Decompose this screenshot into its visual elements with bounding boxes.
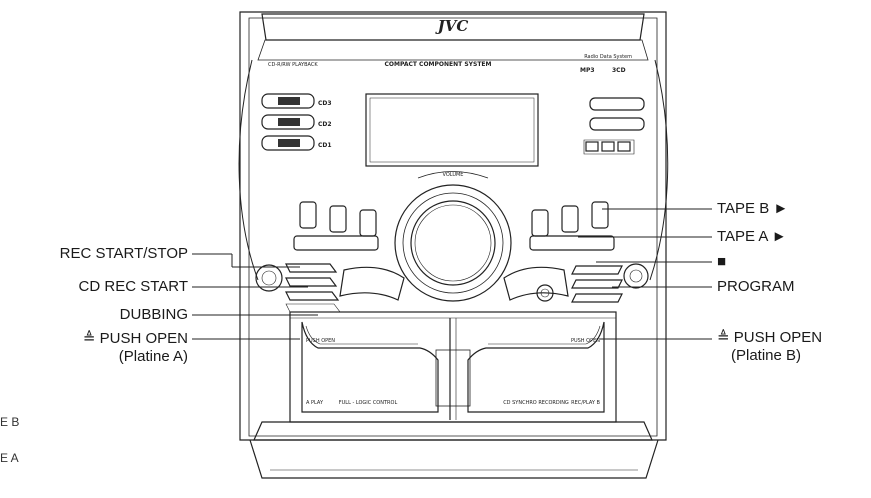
cd2-label: CD2 xyxy=(318,121,332,128)
volume-knob-outer xyxy=(394,184,512,302)
cabinet-outline xyxy=(239,11,667,441)
label-push-open-a-1: ≜ PUSH OPEN xyxy=(82,330,188,347)
cd-sync-text: CD SYNCHRO RECORDING xyxy=(503,400,569,406)
cd2-button xyxy=(261,114,315,130)
callout-lines xyxy=(192,208,712,340)
cd-badge: 3CD xyxy=(612,67,626,74)
stop-button xyxy=(536,284,554,302)
label-rec-start-stop: REC START/STOP xyxy=(59,245,188,262)
cd1-button xyxy=(261,135,315,151)
model-line: COMPACT COMPONENT SYSTEM xyxy=(385,61,492,68)
playback-badge: CD-R/RW PLAYBACK xyxy=(268,62,318,68)
deck-a-door xyxy=(301,321,439,413)
label-push-open-a-2: (Platine A) xyxy=(118,348,188,365)
display-window xyxy=(365,93,539,167)
rds-text: Radio Data System xyxy=(584,54,632,60)
deck-b-rec-text: REC/PLAY B xyxy=(571,400,600,406)
label-stop: ■ xyxy=(717,253,727,270)
label-tape-a: TAPE A ► xyxy=(717,228,787,245)
label-cut-tape-b: E B xyxy=(0,415,20,429)
deck-b-door xyxy=(467,321,605,413)
push-open-a-text: PUSH OPEN xyxy=(306,338,335,344)
cd3-label: CD3 xyxy=(318,100,332,107)
full-logic-text: FULL - LOGIC CONTROL xyxy=(339,400,398,406)
cd1-label: CD1 xyxy=(318,142,332,149)
brand-logo: JVC xyxy=(435,17,469,35)
push-open-b-text: PUSH OPEN xyxy=(571,338,600,344)
label-program: PROGRAM xyxy=(717,278,795,295)
deck-a-play-text: A PLAY xyxy=(306,400,324,406)
label-cut-tape-a: E A xyxy=(0,451,19,465)
label-push-open-b-1: ≜ PUSH OPEN xyxy=(717,329,823,346)
label-cd-rec-start: CD REC START xyxy=(78,278,188,295)
phones-jack xyxy=(623,263,649,289)
label-dubbing: DUBBING xyxy=(119,306,188,323)
left-jack xyxy=(255,264,283,292)
label-tape-b: TAPE B ► xyxy=(717,200,789,217)
cd3-button xyxy=(261,93,315,109)
label-push-open-b-2: (Platine B) xyxy=(731,347,802,364)
volume-label: VOLUME xyxy=(443,172,464,178)
mp3-badge: MP3 xyxy=(580,67,595,74)
